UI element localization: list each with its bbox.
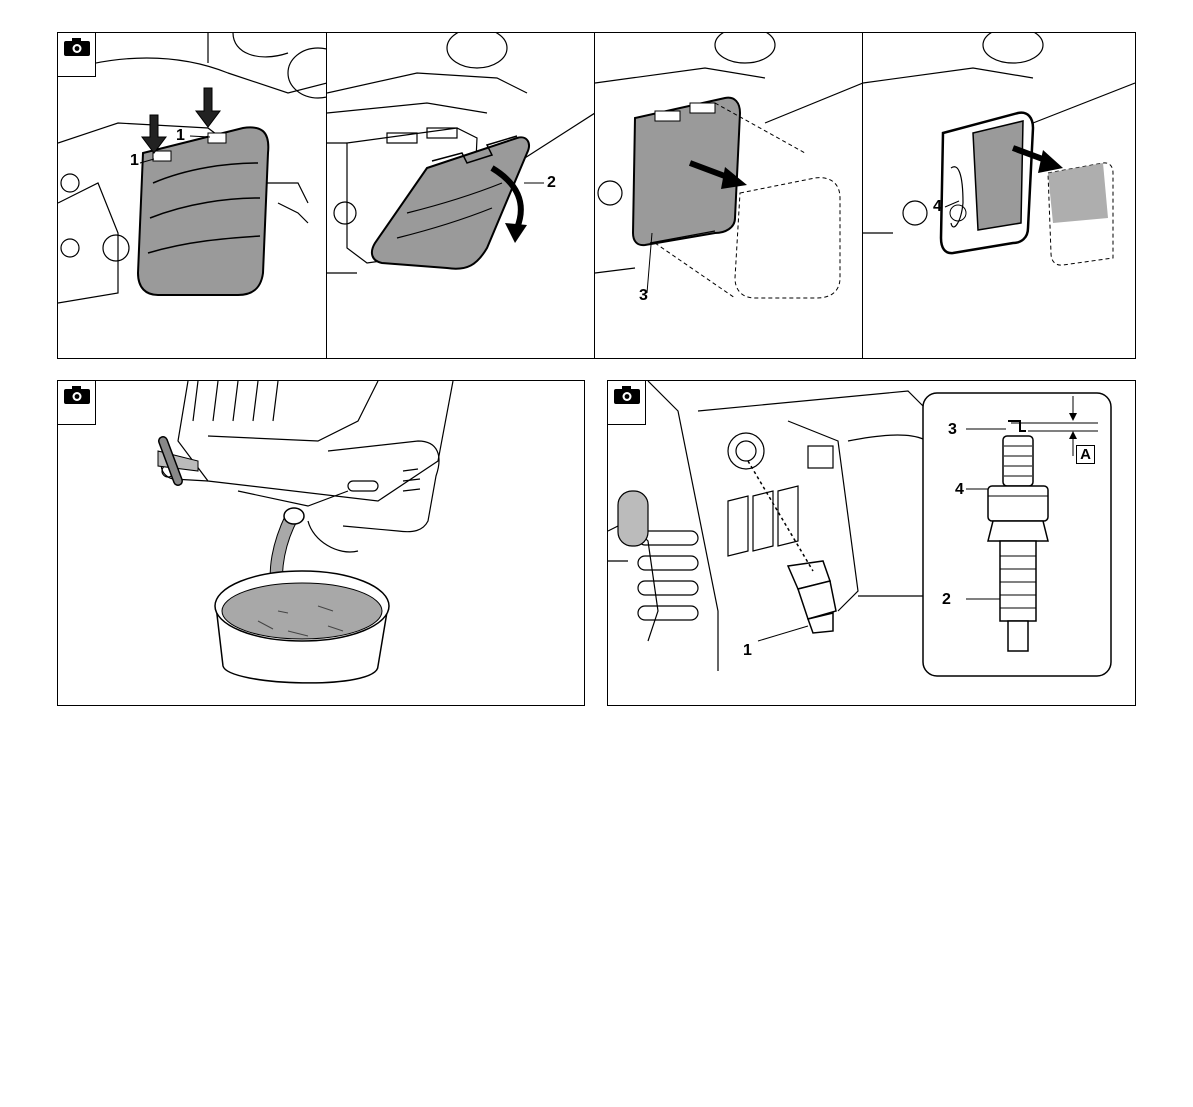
camera-icon [58,33,96,77]
oil-drain-illustration [58,381,585,706]
camera-icon [58,381,96,425]
filter-housing [941,113,1033,253]
label-2: 2 [547,175,556,191]
drain-pan [215,571,389,683]
air-filter-cover [138,127,268,295]
gap-dimension-label: A [1076,445,1095,464]
label-1: 1 [743,643,752,659]
removed-cover [372,136,529,269]
installed-spark-plug [748,461,836,633]
filter-element-illustration [595,33,863,358]
engine-cover-illustration [58,33,327,358]
panel-drain-oil [57,380,585,706]
cylinder-fins [618,491,698,620]
spark-plug-engine-illustration [608,381,1136,706]
panel-spark-plug: 1 3 4 2 A [607,380,1136,706]
filter-element [633,98,740,245]
panel-remove-filter-element: 3 [595,33,863,358]
label-1a: 1 [130,153,139,169]
prefilter-illustration [863,33,1135,358]
label-3: 3 [639,288,648,304]
label-4: 4 [933,199,942,215]
figure-top-row: 1 1 [57,32,1136,359]
label-1b: 1 [176,128,185,144]
label-3: 3 [948,422,957,438]
open-cover-illustration [327,33,595,358]
label-2: 2 [942,592,951,608]
panel-open-cover: 2 [327,33,595,358]
camera-icon [608,381,646,425]
panel-remove-cover: 1 1 [58,33,327,358]
panel-remove-prefilter: 4 [863,33,1135,358]
label-4: 4 [955,482,964,498]
